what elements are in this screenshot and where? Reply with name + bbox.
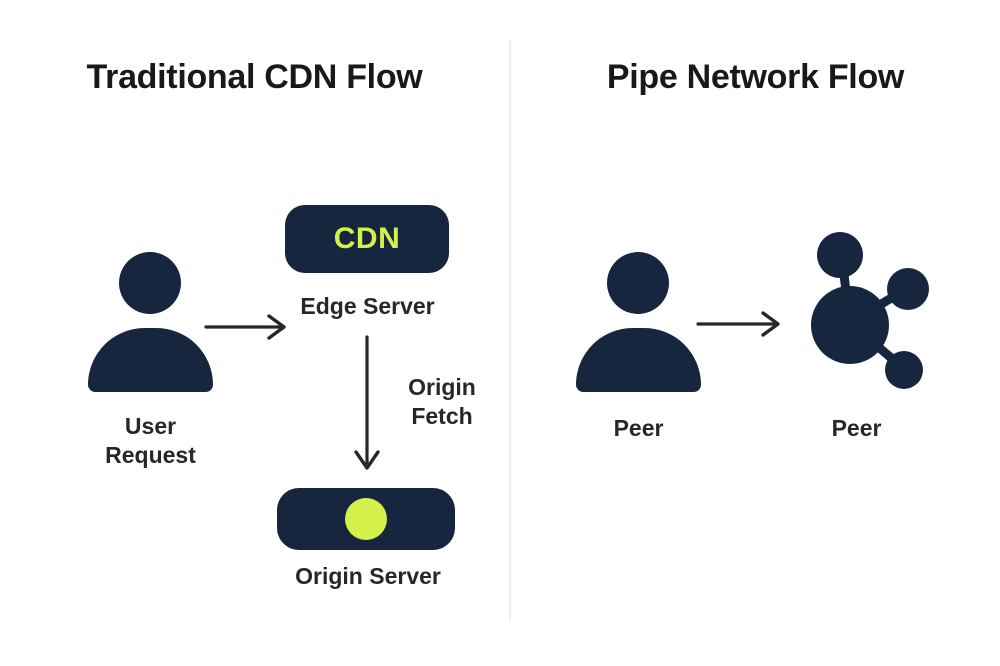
cdn-box-text: CDN [333, 222, 401, 255]
peer-left-label: Peer [613, 415, 664, 441]
origin-status-dot-icon [345, 498, 387, 540]
peer-person-icon [576, 252, 701, 392]
user-request-label: User Request [105, 413, 196, 469]
person-body-shape [576, 328, 701, 392]
right-panel-title: Pipe Network Flow [606, 58, 905, 96]
left-panel-title: Traditional CDN Flow [86, 58, 423, 96]
peer-right-label: Peer [831, 415, 882, 441]
person-body-shape [88, 328, 213, 392]
panel-pipe-network-flow: Pipe Network Flow Peer [511, 0, 1000, 666]
arrow-user-to-edge-server [204, 310, 294, 344]
panel-divider [509, 40, 511, 620]
origin-fetch-edge-label: Origin Fetch [408, 374, 476, 430]
peer-network-nodes-icon [794, 227, 939, 397]
origin-server-label: Origin Server [295, 563, 441, 589]
person-head-shape [607, 252, 669, 314]
person-head-shape [119, 252, 181, 314]
edge-server-label: Edge Server [300, 293, 435, 319]
user-person-icon [88, 252, 213, 392]
arrow-peer-to-peer [696, 307, 788, 341]
edge-server-cdn-box[interactable]: CDN [285, 205, 449, 273]
arrow-edge-to-origin-server [350, 335, 384, 480]
origin-server-box[interactable] [277, 488, 455, 550]
panel-traditional-cdn-flow: Traditional CDN Flow User Request CDN Ed… [86, 58, 476, 589]
